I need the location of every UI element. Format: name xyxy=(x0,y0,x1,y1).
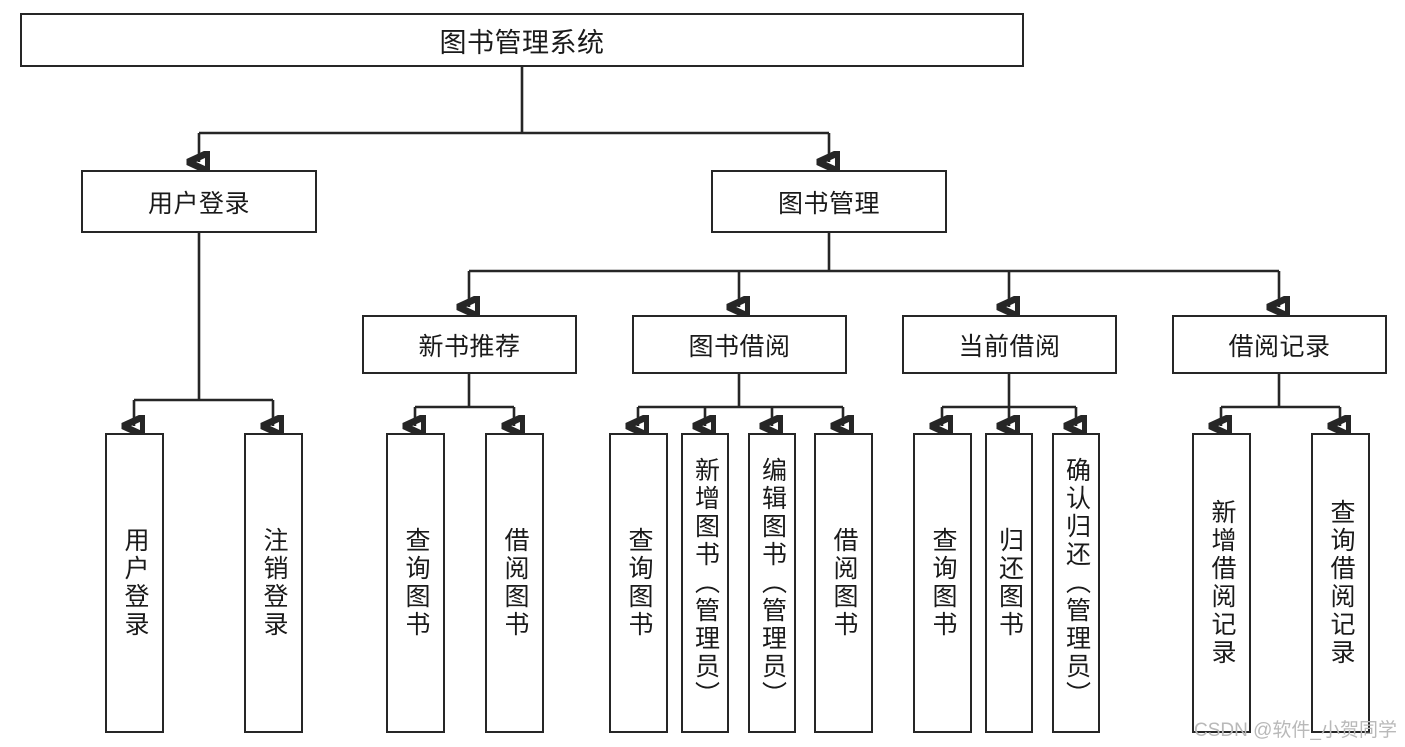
node-label: 用户登录 xyxy=(147,189,250,218)
node-label: 当前借阅 xyxy=(958,332,1061,361)
node-label: 借阅记录 xyxy=(1228,332,1331,361)
leaf-node[interactable]: 查询借阅记录 xyxy=(1311,433,1370,733)
leaf-node[interactable]: 查询图书 xyxy=(386,433,445,733)
node-label: 用户登录 xyxy=(121,527,149,639)
node-label: 归还图书 xyxy=(995,527,1024,639)
node-label: 编辑图书（管理员） xyxy=(758,457,787,709)
leaf-node[interactable]: 新增借阅记录 xyxy=(1192,433,1251,733)
node-label: 新增图书（管理员） xyxy=(691,457,720,709)
leaf-node[interactable]: 注销登录 xyxy=(244,433,303,733)
leaf-node[interactable]: 借阅图书 xyxy=(814,433,873,733)
node-new-book-recommend[interactable]: 新书推荐 xyxy=(362,315,577,374)
leaf-node[interactable]: 确认归还（管理员） xyxy=(1052,433,1100,733)
node-label: 确认归还（管理员） xyxy=(1062,457,1091,709)
node-label: 新增借阅记录 xyxy=(1208,499,1236,667)
leaf-node[interactable]: 查询图书 xyxy=(913,433,972,733)
node-user-login[interactable]: 用户登录 xyxy=(81,170,317,233)
leaf-node[interactable]: 归还图书 xyxy=(985,433,1033,733)
node-label: 查询图书 xyxy=(929,527,957,639)
node-label: 图书借阅 xyxy=(688,332,791,361)
node-label: 注销登录 xyxy=(260,527,288,639)
node-label: 查询图书 xyxy=(625,527,653,639)
node-label: 借阅图书 xyxy=(501,527,529,639)
node-label: 图书管理 xyxy=(777,189,880,218)
watermark: CSDN @软件_小贺同学 xyxy=(1194,720,1397,741)
node-label: 借阅图书 xyxy=(830,527,858,639)
node-current-borrow[interactable]: 当前借阅 xyxy=(902,315,1117,374)
leaf-node[interactable]: 新增图书（管理员） xyxy=(681,433,729,733)
leaf-node[interactable]: 用户登录 xyxy=(105,433,164,733)
node-root[interactable]: 图书管理系统 xyxy=(20,13,1024,67)
node-label: 查询借阅记录 xyxy=(1327,499,1355,667)
node-book-borrow[interactable]: 图书借阅 xyxy=(632,315,847,374)
node-label: 图书管理系统 xyxy=(439,27,605,58)
leaf-node[interactable]: 查询图书 xyxy=(609,433,668,733)
node-label: 查询图书 xyxy=(402,527,430,639)
leaf-node[interactable]: 借阅图书 xyxy=(485,433,544,733)
node-book-management[interactable]: 图书管理 xyxy=(711,170,947,233)
node-label: 新书推荐 xyxy=(418,332,521,361)
leaf-node[interactable]: 编辑图书（管理员） xyxy=(748,433,796,733)
node-borrow-record[interactable]: 借阅记录 xyxy=(1172,315,1387,374)
